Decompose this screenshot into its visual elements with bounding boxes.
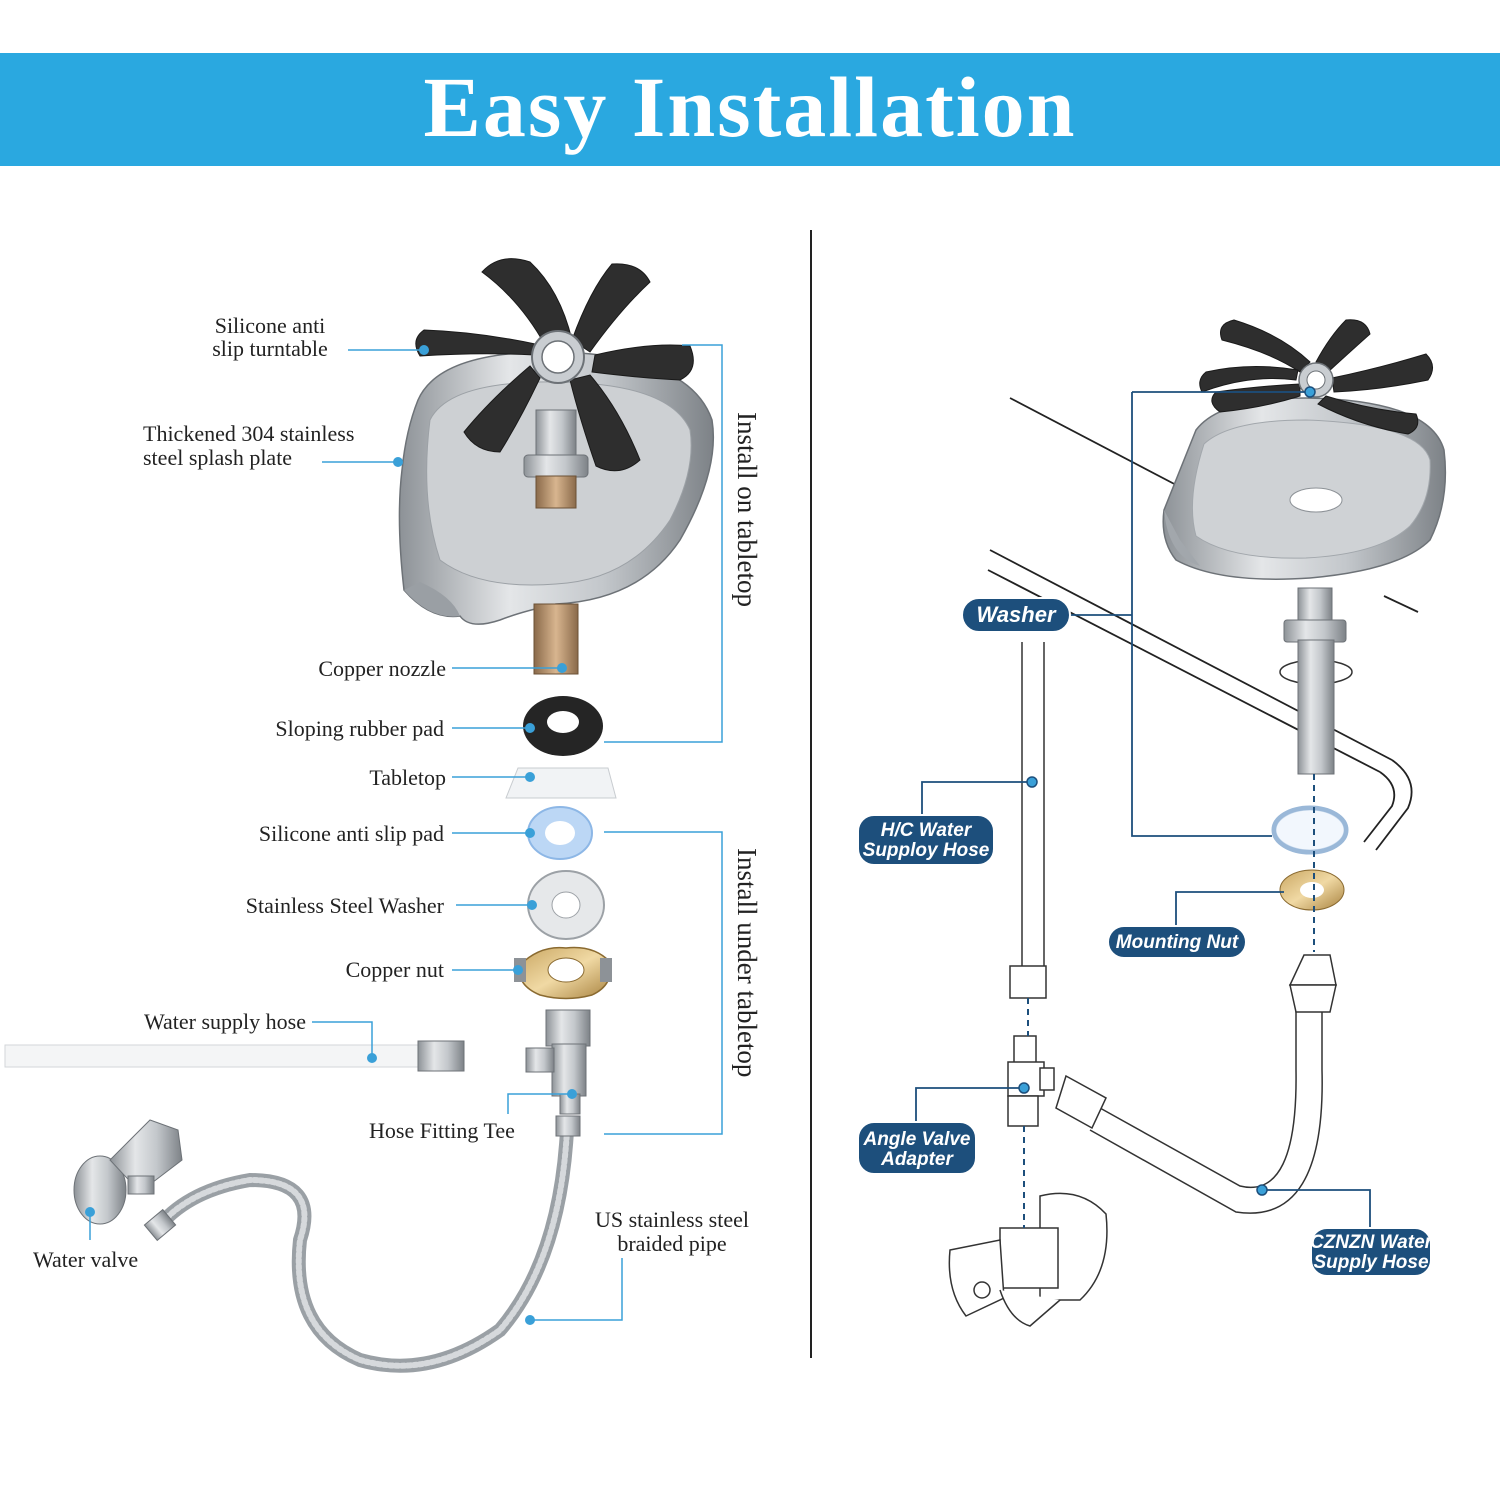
label-hose-tee: Hose Fitting Tee — [369, 1118, 515, 1143]
label-install-under-tabletop: Install under tabletop — [732, 848, 762, 1077]
label-copper-nut: Copper nut — [346, 957, 444, 982]
pill-angle-valve: Angle Valve Adapter — [857, 1121, 977, 1175]
label-braided-pipe-line1: US stainless steel — [595, 1207, 749, 1232]
label-splash-plate-line2: steel splash plate — [143, 445, 292, 470]
water-supply-hose-image — [4, 1040, 465, 1072]
right-installation-drawing — [948, 319, 1447, 1327]
right-hoses — [1009, 642, 1337, 1214]
label-splash-plate-line1: Thickened 304 stainless — [143, 421, 354, 446]
label-turntable-line2: slip turntable — [212, 336, 327, 361]
label-turntable-line1: Silicone anti — [215, 313, 326, 338]
left-callouts — [89, 344, 723, 1321]
pill-angle-valve-line2: Adapter — [880, 1149, 954, 1170]
hose-tee-image — [525, 1009, 591, 1115]
right-angle-valve — [948, 1035, 1108, 1327]
label-tabletop: Tabletop — [369, 765, 446, 790]
copper-nut-image — [514, 946, 612, 1000]
pill-mounting-nut: Mounting Nut — [1107, 925, 1247, 959]
pill-czn-hose-line1: CZNZN Water — [1310, 1232, 1434, 1253]
left-callout-dots — [85, 345, 577, 1325]
silicone-turntable-image — [415, 258, 694, 472]
right-callout-dots — [1018, 386, 1316, 1196]
right-washer-ring — [1271, 805, 1349, 855]
label-copper-nozzle: Copper nozzle — [318, 656, 446, 681]
right-splash-plate — [1162, 397, 1447, 580]
pill-hc-hose: H/C Water Supploy Hose — [857, 814, 995, 866]
right-turntable — [1199, 319, 1433, 435]
pill-mounting-nut-text: Mounting Nut — [1116, 932, 1239, 953]
pill-washer-text: Washer — [976, 602, 1057, 627]
water-valve-image — [73, 1119, 183, 1225]
label-install-on-tabletop: Install on tabletop — [732, 412, 762, 607]
right-mounting-nut — [1279, 869, 1345, 911]
title-banner: Easy Installation — [0, 53, 1500, 166]
label-steel-washer: Stainless Steel Washer — [246, 893, 445, 918]
tabletop-image — [505, 767, 617, 799]
copper-nozzle-image — [533, 603, 579, 675]
pill-angle-valve-line1: Angle Valve — [862, 1129, 970, 1150]
rubber-pad-image — [523, 696, 603, 756]
label-water-valve: Water valve — [33, 1247, 138, 1272]
right-dashed-guides — [1023, 774, 1315, 1228]
right-nozzle-stem — [1279, 587, 1353, 775]
silicone-pad-image — [527, 806, 593, 860]
label-silicone-pad: Silicone anti slip pad — [259, 821, 444, 846]
pill-czn-hose-line2: Supply Hose — [1313, 1252, 1429, 1273]
label-braided-pipe-line2: braided pipe — [617, 1231, 726, 1256]
steel-washer-image — [527, 870, 605, 940]
pill-hc-hose-line2: Supploy Hose — [863, 840, 990, 861]
pill-hc-hose-line1: H/C Water — [881, 820, 973, 841]
pill-washer: Washer — [961, 597, 1071, 633]
pill-czn-hose: CZNZN Water Supply Hose — [1310, 1227, 1434, 1277]
page-title: Easy Installation — [423, 59, 1077, 155]
right-callouts — [915, 391, 1371, 1228]
label-supply-hose: Water supply hose — [144, 1009, 306, 1034]
label-rubber-pad: Sloping rubber pad — [275, 716, 444, 741]
nozzle-head-image — [523, 409, 589, 509]
left-exploded-view — [4, 258, 715, 1373]
braided-pipe-image — [143, 1115, 581, 1373]
